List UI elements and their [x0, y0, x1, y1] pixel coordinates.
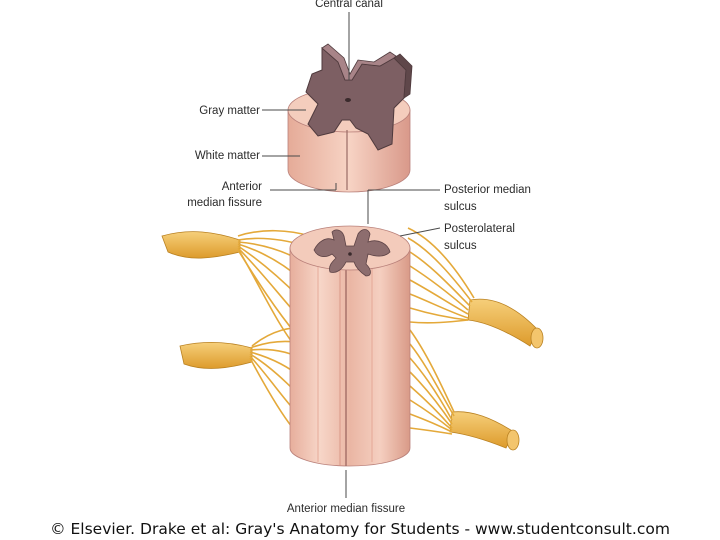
cross-section-slice: [287, 43, 413, 193]
label-central-canal: Central canal: [315, 0, 383, 10]
copyright-credit: © Elsevier. Drake et al: Gray's Anatomy …: [50, 520, 670, 538]
label-posterior-median-sulcus-line2: sulcus: [444, 201, 477, 213]
label-posterolateral-sulcus-line1: Posterolateral: [444, 223, 515, 235]
label-posterior-median-sulcus-line1: Posterior median: [444, 184, 531, 196]
label-posterolateral-sulcus-line2: sulcus: [444, 240, 477, 252]
label-anterior-median-fissure-bottom: Anterior median fissure: [287, 503, 405, 515]
label-anterior-median-fissure-top-line2: median fissure: [187, 197, 262, 209]
label-white-matter: White matter: [195, 150, 260, 162]
label-anterior-median-fissure-top-line1: Anterior: [222, 181, 262, 193]
spinal-cord-segment: [289, 225, 411, 467]
gray-matter-butterfly: [305, 43, 413, 151]
label-gray-matter: Gray matter: [199, 105, 260, 117]
